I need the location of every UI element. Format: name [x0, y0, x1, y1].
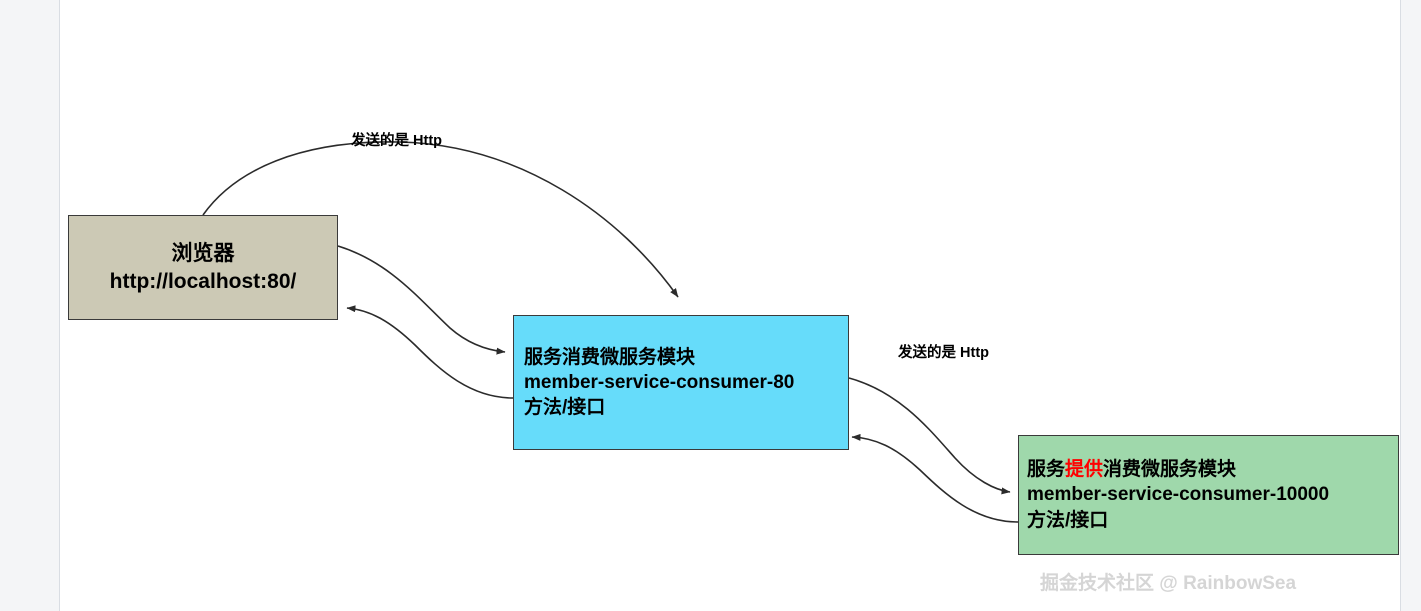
node-service-provider-line-2: member-service-consumer-10000	[1027, 484, 1330, 506]
node-browser[interactable]: 浏览器 http://localhost:80/	[68, 215, 338, 320]
right-gutter	[1400, 0, 1421, 611]
node-service-consumer-line-1: 服务消费微服务模块	[524, 346, 696, 368]
edge-consumer-to-provider-http	[848, 377, 1011, 495]
node-service-provider-line-1: 服务提供消费微服务模块	[1027, 457, 1398, 482]
edge-provider-to-consumer-response	[851, 433, 1019, 523]
node-service-consumer-line-3: 方法/接口	[524, 397, 606, 419]
node-browser-line-1: 浏览器	[171, 241, 235, 265]
node-browser-line-2: http://localhost:80/	[109, 269, 297, 293]
node-service-provider-line-1-suffix: 消费微服务模块	[1103, 459, 1237, 481]
node-service-provider-line-1-highlight: 提供	[1065, 459, 1104, 481]
node-service-provider[interactable]: 服务提供消费微服务模块 member-service-consumer-1000…	[1018, 435, 1399, 555]
edge-label-http-browser-consumer: 发送的是 Http	[351, 133, 443, 149]
edge-label-http-consumer-provider: 发送的是 Http	[898, 345, 990, 361]
left-gutter	[0, 0, 60, 611]
watermark: 掘金技术社区 @ RainbowSea	[1040, 573, 1297, 594]
edge-consumer-to-browser-response	[346, 305, 514, 399]
node-service-provider-line-3: 方法/接口	[1027, 509, 1109, 531]
edge-browser-to-consumer-request	[337, 245, 506, 355]
node-service-provider-line-1-prefix: 服务	[1027, 459, 1066, 481]
node-service-consumer-line-2: member-service-consumer-80	[524, 371, 795, 393]
node-service-consumer[interactable]: 服务消费微服务模块 member-service-consumer-80 方法/…	[513, 315, 849, 450]
